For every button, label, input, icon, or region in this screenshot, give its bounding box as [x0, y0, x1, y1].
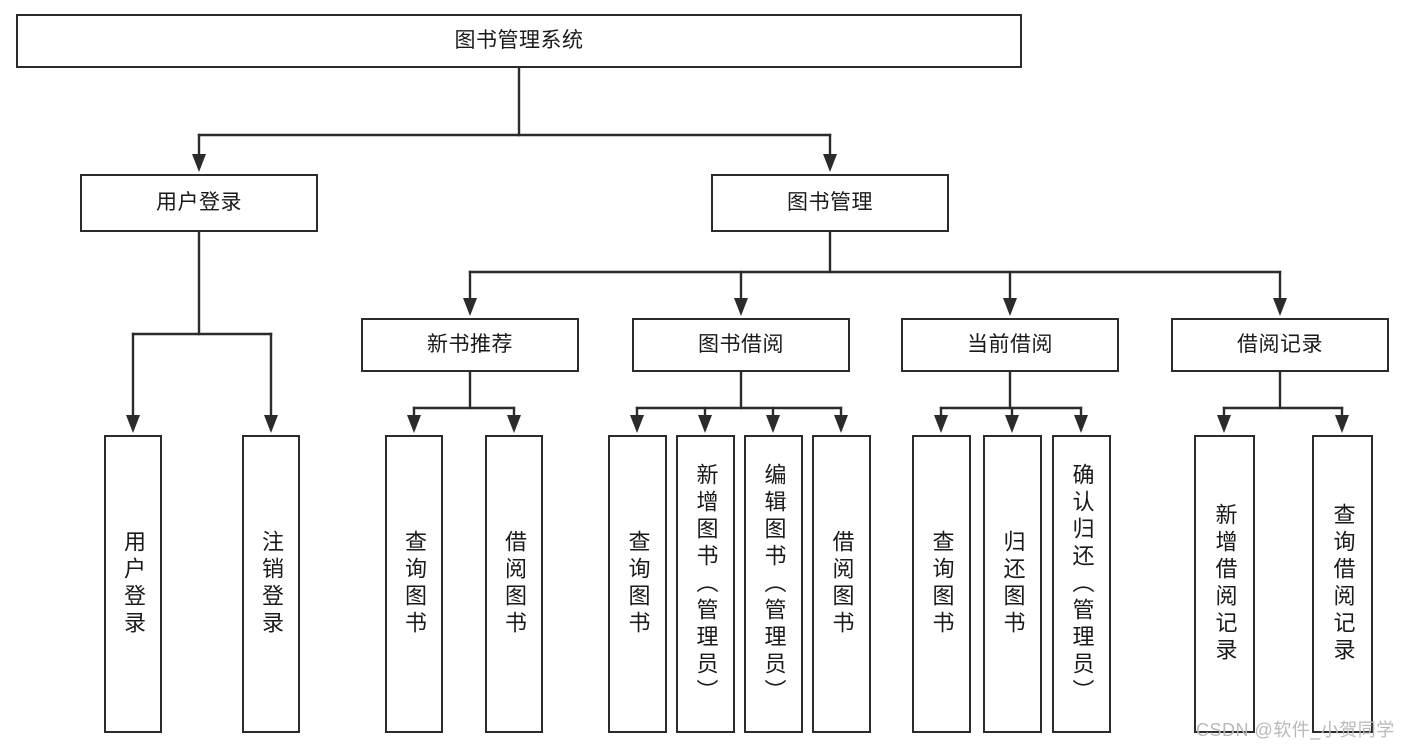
conn-bookborrow-to-leaves-arrowhead-3 — [834, 415, 848, 433]
node-label: 借阅图书 — [502, 530, 527, 638]
node-leaf-borrow-book-1[interactable]: 借阅图书 — [485, 435, 543, 733]
conn-newbook-to-leaves-arrowhead-0 — [407, 415, 421, 433]
conn-bookmanage-to-level3-arrowhead-1 — [734, 298, 748, 316]
node-leaf-query-book-2[interactable]: 查询图书 — [608, 435, 667, 733]
node-label: 查询图书 — [625, 530, 651, 638]
node-leaf-edit-book-admin[interactable]: 编辑图书（管理员） — [744, 435, 803, 733]
conn-bookmanage-to-level3-arrowhead-3 — [1273, 298, 1287, 316]
node-leaf-query-book-1[interactable]: 查询图书 — [385, 435, 443, 733]
node-leaf-query-book-3[interactable]: 查询图书 — [912, 435, 971, 733]
conn-userlogin-to-leaves-arrowhead-1 — [264, 415, 278, 433]
csdn-watermark: CSDN @软件_小贺同学 — [1196, 720, 1395, 740]
node-leaf-add-book-admin[interactable]: 新增图书（管理员） — [676, 435, 735, 733]
conn-bookmanage-to-level3-arrowhead-2 — [1003, 298, 1017, 316]
node-current-borrow[interactable]: 当前借阅 — [901, 318, 1119, 372]
conn-root-to-level2-arrowhead-0 — [192, 154, 206, 172]
node-new-book-recommend[interactable]: 新书推荐 — [361, 318, 579, 372]
node-leaf-confirm-return-admin[interactable]: 确认归还（管理员） — [1052, 435, 1111, 733]
conn-bookborrow-to-leaves-arrowhead-1 — [698, 415, 712, 433]
node-label: 注销登录 — [259, 530, 284, 638]
node-user-login[interactable]: 用户登录 — [80, 174, 318, 232]
node-label: 当前借阅 — [967, 333, 1053, 357]
node-label: 新增借阅记录 — [1212, 503, 1238, 665]
node-label: 用户登录 — [121, 530, 146, 638]
node-label: 借阅记录 — [1237, 333, 1323, 357]
node-label: 借阅图书 — [829, 530, 855, 638]
node-leaf-return-book[interactable]: 归还图书 — [983, 435, 1042, 733]
node-label: 查询图书 — [929, 530, 955, 638]
node-label: 新增图书（管理员） — [693, 462, 719, 706]
node-label: 查询图书 — [402, 530, 427, 638]
conn-currentborrow-to-leaves-arrowhead-2 — [1074, 415, 1088, 433]
conn-bookborrow-to-leaves-arrowhead-0 — [630, 415, 644, 433]
node-label: 图书管理系统 — [454, 29, 584, 53]
node-borrow-record[interactable]: 借阅记录 — [1171, 318, 1389, 372]
node-label: 图书管理 — [787, 191, 873, 215]
node-label: 用户登录 — [156, 191, 242, 215]
node-leaf-query-borrow-record[interactable]: 查询借阅记录 — [1312, 435, 1373, 733]
node-leaf-add-borrow-record[interactable]: 新增借阅记录 — [1194, 435, 1255, 733]
node-book-borrow[interactable]: 图书借阅 — [632, 318, 850, 372]
node-label: 确认归还（管理员） — [1069, 462, 1095, 706]
node-label: 图书借阅 — [698, 333, 784, 357]
node-root[interactable]: 图书管理系统 — [16, 14, 1022, 68]
connector-group — [126, 66, 1349, 433]
node-leaf-borrow-book-2[interactable]: 借阅图书 — [812, 435, 871, 733]
conn-currentborrow-to-leaves-arrowhead-1 — [1005, 415, 1019, 433]
conn-bookborrow-to-leaves-arrowhead-2 — [766, 415, 780, 433]
node-leaf-user-login[interactable]: 用户登录 — [104, 435, 162, 733]
conn-newbook-to-leaves-arrowhead-1 — [507, 415, 521, 433]
node-book-manage[interactable]: 图书管理 — [711, 174, 949, 232]
conn-borrowrecord-to-leaves-arrowhead-0 — [1217, 415, 1231, 433]
node-leaf-user-logout[interactable]: 注销登录 — [242, 435, 300, 733]
node-label: 查询借阅记录 — [1330, 503, 1356, 665]
node-label: 编辑图书（管理员） — [761, 462, 787, 706]
conn-root-to-level2-arrowhead-1 — [823, 154, 837, 172]
conn-userlogin-to-leaves-arrowhead-0 — [126, 415, 140, 433]
conn-currentborrow-to-leaves-arrowhead-0 — [934, 415, 948, 433]
node-label: 新书推荐 — [427, 333, 513, 357]
conn-borrowrecord-to-leaves-arrowhead-1 — [1335, 415, 1349, 433]
conn-bookmanage-to-level3-arrowhead-0 — [463, 298, 477, 316]
node-label: 归还图书 — [1000, 530, 1026, 638]
